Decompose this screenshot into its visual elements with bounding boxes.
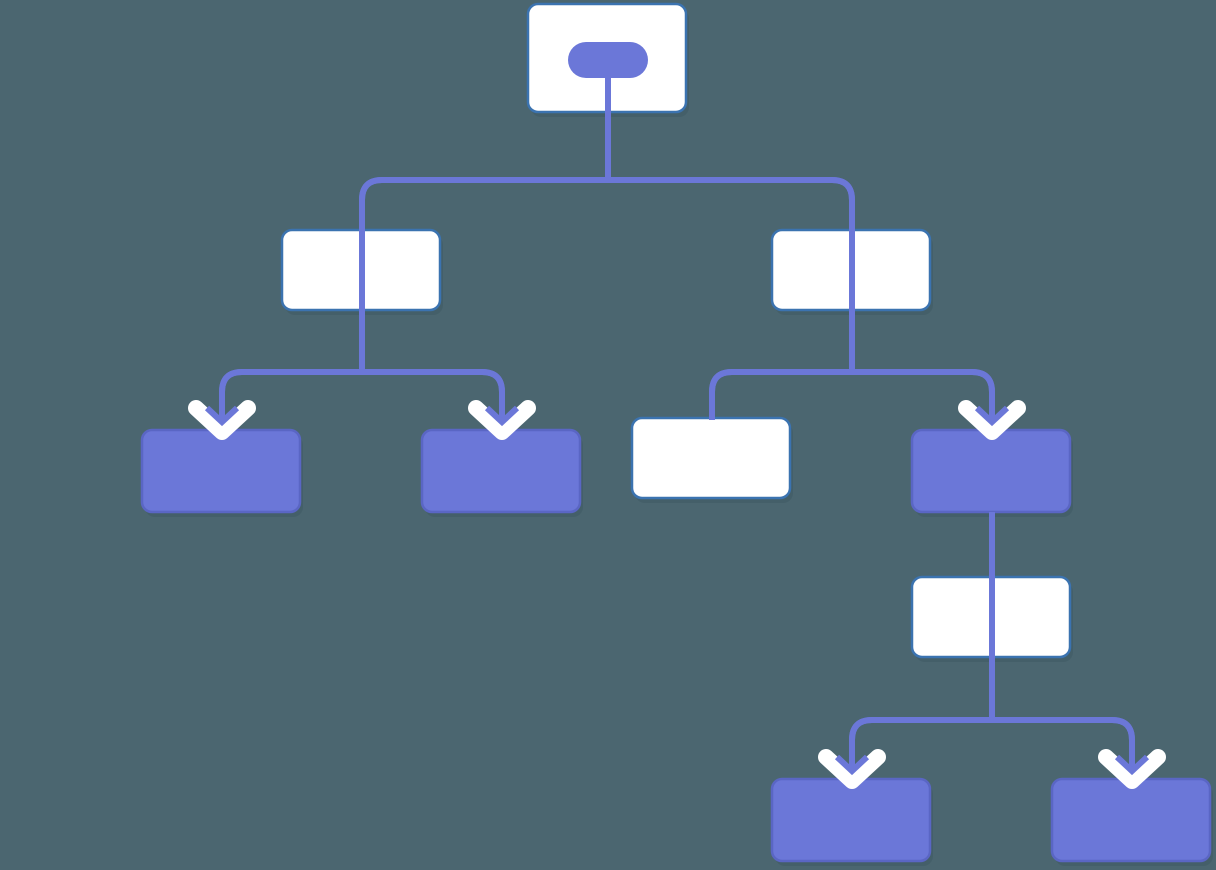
connector-overlay-c-right-leaf3 (709, 369, 852, 420)
arrowhead-chevron-purple (204, 405, 240, 427)
node-body-n-leaf-3[interactable] (630, 416, 792, 500)
arrowhead-icon-a-leaf-6 (1098, 749, 1166, 789)
node-layer (140, 2, 1212, 863)
arrowhead-chevron-purple (484, 405, 520, 427)
connector-overlay-c-left-leaf1 (219, 369, 362, 452)
connector-overlay-c-right-leaf4 (852, 369, 995, 452)
arrowhead-chevron-white (958, 400, 1026, 440)
arrowhead-chevron-white (818, 749, 886, 789)
arrowhead-chevron-purple (834, 754, 870, 776)
arrowhead-icon-a-leaf-5 (818, 749, 886, 789)
arrowhead-chevron-white (468, 400, 536, 440)
connector-overlay-c-root-left (359, 177, 608, 312)
arrowhead-chevron-white (1098, 749, 1166, 789)
connector-c-right-leaf3 (709, 369, 852, 420)
connector-overlay-c-sub-leaf6 (992, 717, 1135, 801)
arrowhead-icon-a-leaf-4 (958, 400, 1026, 440)
arrowhead-layer (188, 400, 1166, 789)
connector-overlay-c-sub-leaf5 (849, 717, 992, 801)
arrowhead-chevron-purple (974, 405, 1010, 427)
arrowhead-chevron-purple (1114, 754, 1150, 776)
arrowhead-chevron-white (188, 400, 256, 440)
connector-overlay-c-root-right (608, 177, 855, 312)
connector-overlay-c-left-leaf2 (362, 369, 505, 452)
arrowhead-icon-a-leaf-2 (468, 400, 536, 440)
arrowhead-icon-a-leaf-1 (188, 400, 256, 440)
start-pill-icon (568, 42, 648, 78)
node-n-leaf-3[interactable] (630, 416, 792, 500)
